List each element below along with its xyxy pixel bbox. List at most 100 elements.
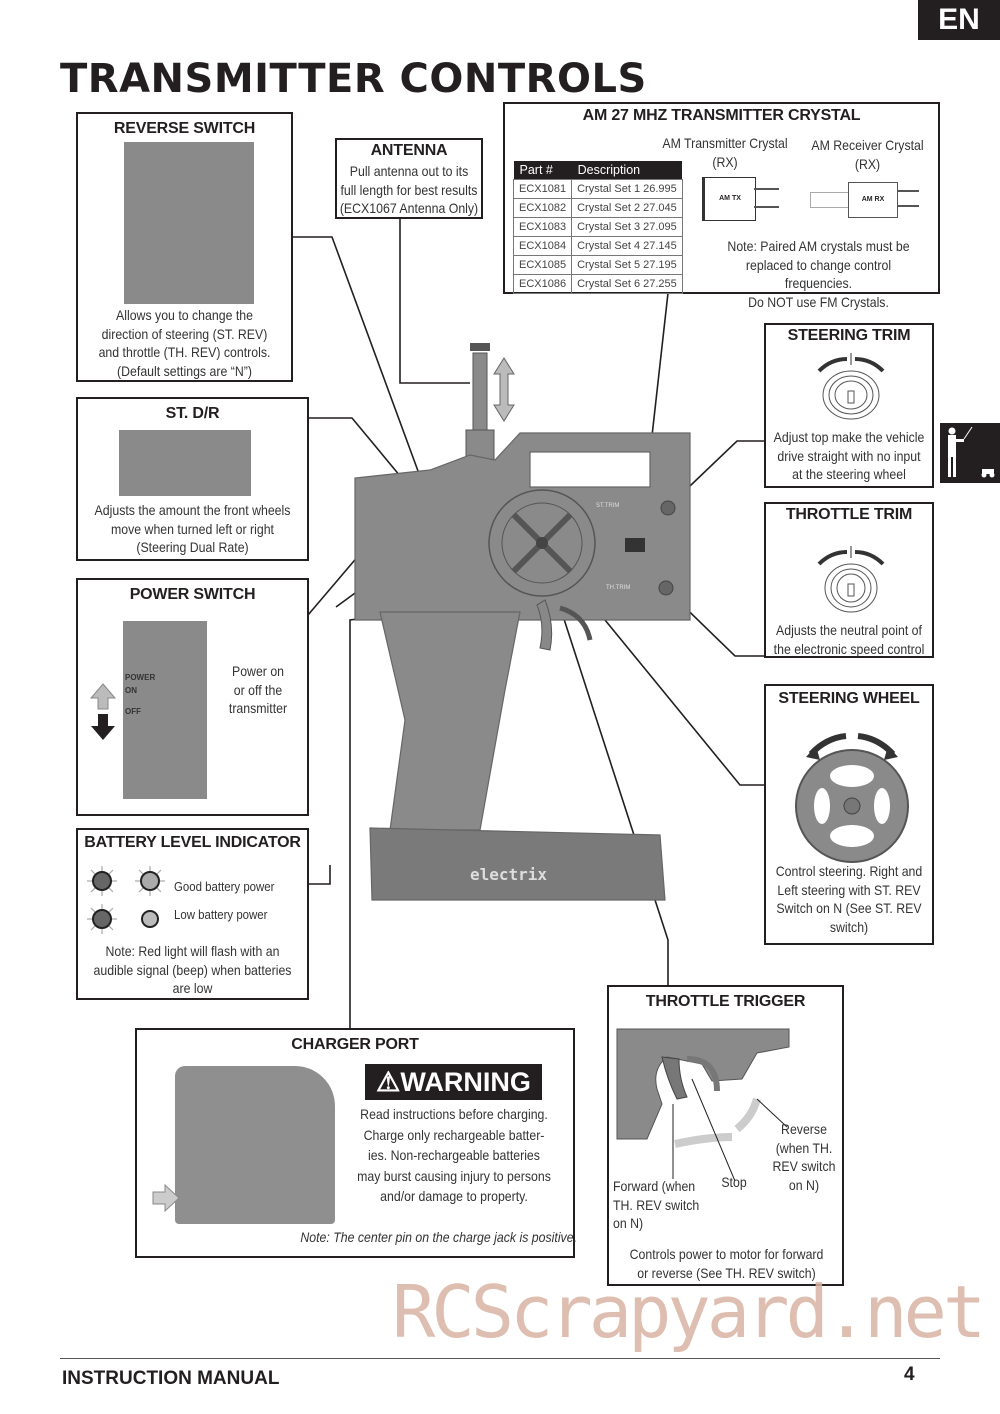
reverse-switch-desc-4: (Default settings are “N”) [117,362,252,379]
table-header-description: Description [571,161,683,180]
power-switch-desc-1: Power on [231,663,285,679]
warning-text-4: may burst causing injury to persons [357,1167,551,1184]
throttle-trim-title: THROTTLE TRIM [785,506,913,523]
arrow-right-icon [152,1183,180,1213]
tx-crystal-icon: AM TX [702,177,756,221]
th-trim-knob [658,580,674,596]
leader-battery [308,865,331,885]
forward-label-3: on N) [613,1215,644,1231]
low-battery-label: Low battery power [174,907,268,922]
led-red-low [92,909,112,929]
page-title: TRANSMITTER CONTROLS [60,56,647,102]
brand-logo: electrix [470,865,547,884]
throttle-trigger-desc-1: Controls power to motor for forward [629,1246,824,1262]
part-number: ECX1083 [512,217,573,237]
forward-label-2: TH. REV switch [613,1196,700,1213]
steering-wheel-desc-2: Left steering with ST. REV [777,881,921,898]
crystal-description: Crystal Set 1 26.995 [571,179,683,199]
warning-text-1: Read instructions before charging. [360,1106,548,1122]
good-battery-label: Good battery power [174,879,275,894]
power-switch-title: POWER SWITCH [129,586,256,603]
reverse-label-3: REV switch [772,1158,836,1174]
antenna-panel: ANTENNA Pull antenna out to its full len… [335,138,483,219]
extend-arrow-icon [493,357,515,422]
steering-wheel-panel: STEERING WHEEL Control steering. Right a… [764,684,934,945]
battery-led-icons [87,866,165,934]
part-number: ECX1081 [512,179,573,199]
rx-crystal-icon: AM RX [848,182,898,218]
reverse-switch-image [124,142,254,304]
stop-label: Stop [721,1174,747,1190]
tx-crystal-label: AM Transmitter Crystal [662,135,788,151]
steering-wheel-graphic [488,489,596,597]
crystal-description: Crystal Set 5 27.195 [571,255,683,275]
warning-text-5: and/or damage to property. [380,1188,528,1204]
warning-triangle-icon: ⚠ [376,1067,401,1097]
throttle-trigger-title: THROTTLE TRIGGER [645,993,806,1010]
power-label: POWER [125,673,156,682]
crystal-slot [625,538,645,552]
driving-section-tab[interactable] [940,423,1000,483]
leader-reverse-switch [292,236,426,491]
power-switch-panel: POWER SWITCH POWER ON OFF Power on or of… [76,578,309,816]
tx-crystal-chip: AM TX [719,195,741,202]
steering-trim-title: STEERING TRIM [787,327,911,344]
th-trim-label: TH.TRIM [606,585,630,591]
throttle-trigger-panel: THROTTLE TRIGGER Forward (when TH. REV s… [607,985,844,1286]
power-switch-desc-2: or off the [233,681,283,698]
rx-crystal-label: AM Receiver Crystal [811,137,924,153]
steering-wheel-desc-3: Switch on N (See ST. REV [776,900,922,916]
language-tab[interactable]: EN [918,0,1000,40]
st-trim-label: ST.TRIM [596,503,619,509]
battery-note-2: audible signal (beep) when batteries [93,961,292,978]
leader-antenna [399,218,470,384]
warning-label: WARNING [400,1067,531,1097]
forward-label-1: Forward (when [613,1178,696,1194]
on-label: ON [125,686,137,695]
charger-port-title: CHARGER PORT [291,1036,419,1053]
tx-crystal-sublabel: (RX) [712,153,738,170]
steering-trim-desc-2: drive straight with no input [777,447,921,464]
led-green-good [140,871,160,891]
watermark: RCScrapyard.net [392,1270,986,1354]
crystal-panel: AM 27 MHZ TRANSMITTER CRYSTAL Part # Des… [503,102,940,310]
charger-note: Note: The center pin on the charge jack … [300,1229,577,1245]
reverse-switch-panel: REVERSE SWITCH Allows you to change the … [76,112,293,382]
led-red-good [92,871,112,891]
driver-with-car-icon [948,426,995,478]
part-number: ECX1086 [512,274,573,294]
throttle-trim-desc-1: Adjusts the neutral point of [776,622,922,638]
crystal-description: Crystal Set 2 27.045 [571,198,683,218]
reverse-switch-desc-1: Allows you to change the [116,307,253,323]
steering-wheel-desc-4: switch) [829,918,869,935]
antenna-icon [465,343,495,461]
steering-wheel-title: STEERING WHEEL [778,690,920,707]
antenna-desc-1: Pull antenna out to its [349,163,469,179]
battery-panel: BATTERY LEVEL INDICATOR Good battery pow… [76,828,309,1000]
warning-text-2: Charge only rechargeable batter- [363,1126,545,1143]
table-header-part: Part # [513,161,572,180]
rx-crystal-chip: AM RX [861,196,885,203]
footer-divider [60,1358,940,1359]
st-dr-title: ST. D/R [165,405,220,422]
steering-wheel-icon [795,733,909,863]
rx-crystal-sublabel: (RX) [854,155,881,172]
antenna-title: ANTENNA [370,142,448,159]
power-switch-desc-3: transmitter [228,700,288,716]
battery-title: BATTERY LEVEL INDICATOR [84,834,301,851]
charger-port-panel: CHARGER PORT ⚠WARNING Read instructions … [135,1028,577,1258]
st-trim-knob [660,500,676,516]
warning-text-3: ies. Non-rechargeable batteries [368,1147,540,1163]
part-number: ECX1082 [512,198,573,218]
up-down-arrow-icon [89,683,117,740]
reverse-switch-desc-2: direction of steering (ST. REV) [101,325,268,342]
st-dr-desc-3: (Steering Dual Rate) [136,539,249,555]
crystal-description: Crystal Set 3 27.095 [571,217,683,237]
antenna-desc-2: full length for best results [340,181,478,198]
led-green-off [141,910,159,928]
st-dr-image [119,430,251,496]
